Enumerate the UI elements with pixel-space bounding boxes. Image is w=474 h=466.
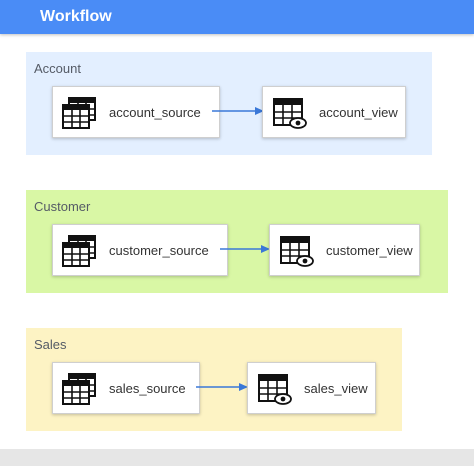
flow-arrow-customer xyxy=(220,245,270,253)
group-label-account: Account xyxy=(34,61,81,76)
node-label: sales_source xyxy=(109,381,186,396)
flow-arrow-account xyxy=(212,107,264,115)
node-label: sales_view xyxy=(304,381,368,396)
node-label: customer_source xyxy=(109,243,209,258)
table-stack-icon xyxy=(62,97,96,129)
table-view-icon xyxy=(280,236,314,267)
table-stack-icon xyxy=(62,373,96,405)
flow-arrow-sales xyxy=(196,383,248,391)
node-account-source[interactable]: account_source xyxy=(52,86,220,138)
node-sales-source[interactable]: sales_source xyxy=(52,362,200,414)
node-customer-view[interactable]: customer_view xyxy=(269,224,420,276)
node-label: account_view xyxy=(319,105,398,120)
horizontal-scrollbar[interactable] xyxy=(0,449,474,466)
node-label: customer_view xyxy=(326,243,413,258)
page-title: Workflow xyxy=(40,8,112,25)
node-customer-source[interactable]: customer_source xyxy=(52,224,228,276)
node-account-view[interactable]: account_view xyxy=(262,86,406,138)
node-label: account_source xyxy=(109,105,201,120)
group-label-sales: Sales xyxy=(34,337,67,352)
table-view-icon xyxy=(273,98,307,129)
table-stack-icon xyxy=(62,235,96,267)
node-sales-view[interactable]: sales_view xyxy=(247,362,376,414)
group-label-customer: Customer xyxy=(34,199,91,214)
table-view-icon xyxy=(258,374,292,405)
workflow-header: Workflow xyxy=(0,0,474,34)
